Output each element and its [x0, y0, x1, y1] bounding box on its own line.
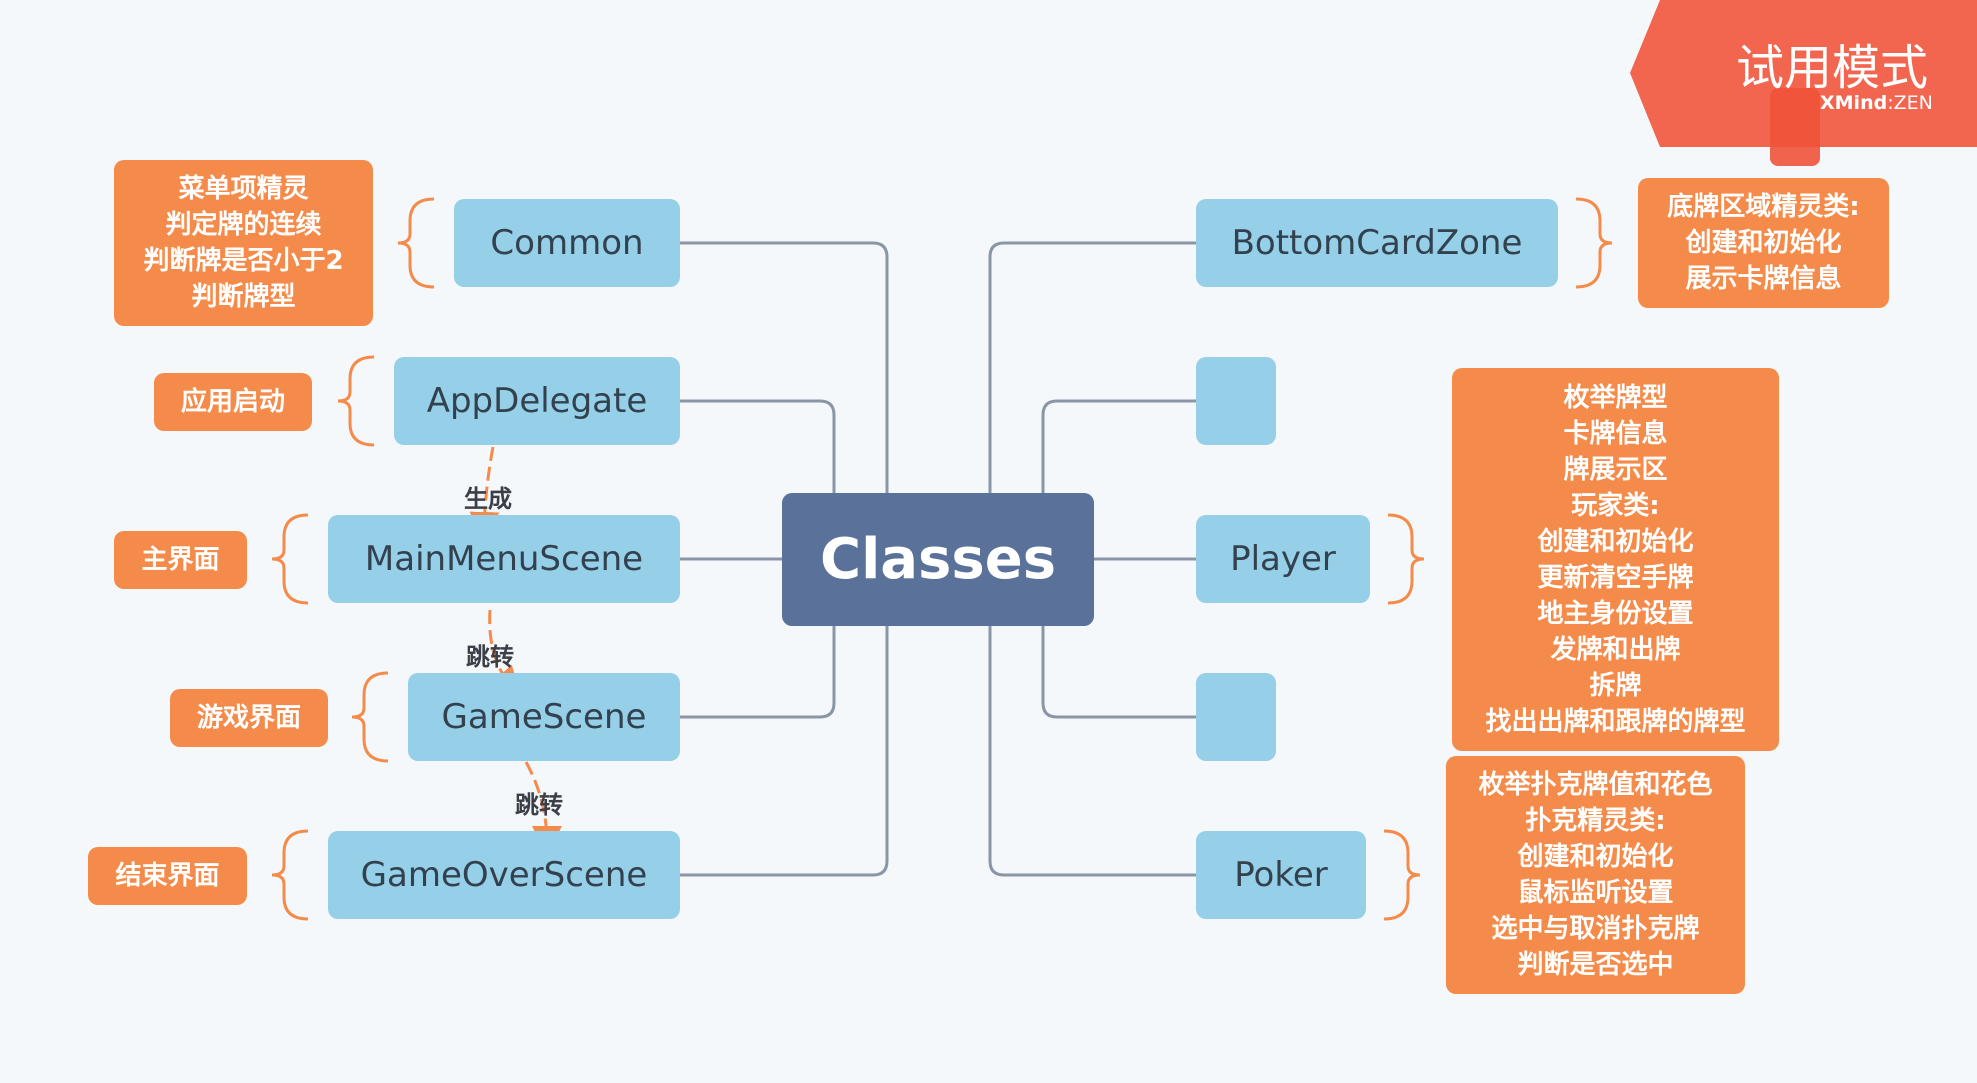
- note-line: 底牌区域精灵类:: [1667, 192, 1860, 222]
- note-line: 应用启动: [180, 387, 285, 417]
- note-line: 展示卡牌信息: [1685, 264, 1842, 294]
- note-line: 鼠标监听设置: [1517, 878, 1674, 908]
- note-line: 菜单项精灵: [178, 174, 309, 204]
- relationship-arrow-3: [524, 761, 562, 856]
- note-line: 找出出牌和跟牌的牌型: [1485, 706, 1746, 737]
- note-gamescene[interactable]: 游戏界面: [170, 689, 328, 747]
- connector-gamescene: [680, 626, 836, 719]
- note-line: 游戏界面: [196, 703, 301, 733]
- note-line: 牌展示区: [1563, 454, 1668, 485]
- note-player[interactable]: 枚举牌型 卡牌信息 牌展示区 玩家类: 创建和初始化 更新清空手牌 地主身份设置…: [1452, 368, 1779, 751]
- note-line: 判断是否选中: [1517, 950, 1674, 980]
- note-line: 判断牌是否小于2: [143, 246, 344, 276]
- relationship-label[interactable]: 跳转: [466, 643, 514, 671]
- bracket-common: [397, 197, 435, 289]
- note-gameoverscene[interactable]: 结束界面: [88, 847, 247, 905]
- topic-label: MainMenuScene: [364, 539, 644, 579]
- relationship-label[interactable]: 跳转: [515, 791, 563, 819]
- xmind-edition: ZEN: [1893, 92, 1933, 114]
- note-line: 判断牌型: [191, 282, 296, 312]
- xmind-brand-name: XMind: [1820, 92, 1888, 114]
- note-line: 创建和初始化: [1517, 842, 1674, 872]
- topic-label: GameScene: [441, 697, 647, 737]
- note-line: 卡牌信息: [1563, 418, 1668, 449]
- connector-common: [680, 241, 889, 493]
- connector-bottomcardzone: [988, 241, 1196, 493]
- note-line: 地主身份设置: [1537, 598, 1694, 629]
- topic-label: AppDelegate: [426, 381, 648, 421]
- topic-label: Common: [490, 223, 644, 263]
- topic-gamescene[interactable]: GameScene: [408, 673, 680, 761]
- xmind-separator: :: [1887, 92, 1894, 114]
- connector-empty-1: [1041, 399, 1196, 493]
- note-bottomcardzone[interactable]: 底牌区域精灵类: 创建和初始化 展示卡牌信息: [1638, 178, 1889, 308]
- connector-gameoverscene: [680, 626, 889, 877]
- note-line: 判定牌的连续: [165, 210, 322, 240]
- relationship-label[interactable]: 生成: [464, 485, 512, 513]
- relationship-arrow-1: [469, 446, 500, 542]
- topic-label: BottomCardZone: [1231, 223, 1523, 263]
- note-line: 主界面: [141, 545, 220, 575]
- topic-empty-2[interactable]: [1196, 673, 1276, 761]
- topic-appdelegate[interactable]: AppDelegate: [394, 357, 680, 445]
- topic-bottomcardzone[interactable]: BottomCardZone: [1196, 199, 1558, 287]
- note-line: 选中与取消扑克牌: [1491, 914, 1700, 944]
- topic-common[interactable]: Common: [454, 199, 680, 287]
- trial-mode-banner: [1630, 0, 1977, 147]
- bracket-player: [1387, 513, 1425, 605]
- connector-poker: [988, 626, 1196, 877]
- connector-appdelegate: [680, 399, 836, 493]
- topic-label: GameOverScene: [360, 855, 648, 895]
- topic-poker[interactable]: Poker: [1196, 831, 1366, 919]
- note-line: 发牌和出牌: [1550, 634, 1681, 665]
- central-topic[interactable]: Classes: [782, 493, 1094, 626]
- topic-player[interactable]: Player: [1196, 515, 1370, 603]
- note-line: 枚举扑克牌值和花色: [1478, 770, 1713, 800]
- note-common[interactable]: 菜单项精灵 判定牌的连续 判断牌是否小于2 判断牌型: [114, 160, 373, 326]
- topic-mainmenuscene[interactable]: MainMenuScene: [328, 515, 680, 603]
- note-line: 创建和初始化: [1685, 228, 1842, 258]
- note-line: 枚举牌型: [1563, 382, 1668, 413]
- note-poker[interactable]: 枚举扑克牌值和花色 扑克精灵类: 创建和初始化 鼠标监听设置 选中与取消扑克牌 …: [1446, 756, 1745, 994]
- topic-empty-1[interactable]: [1196, 357, 1276, 445]
- topic-gameoverscene[interactable]: GameOverScene: [328, 831, 680, 919]
- topic-label: Poker: [1234, 855, 1328, 895]
- relationship-arrow-2: [488, 609, 522, 697]
- note-line: 扑克精灵类:: [1525, 806, 1666, 836]
- bracket-bottomcardzone: [1575, 197, 1613, 289]
- bracket-poker: [1383, 829, 1421, 921]
- topic-label: Player: [1230, 539, 1336, 579]
- trial-mode-label: 试用模式: [1736, 40, 1929, 96]
- note-appdelegate[interactable]: 应用启动: [154, 373, 312, 431]
- bracket-gamescene: [351, 671, 389, 763]
- connector-empty-2: [1041, 626, 1196, 719]
- trial-chip: [1770, 88, 1820, 166]
- note-line: 结束界面: [115, 861, 220, 891]
- bracket-mainmenuscene: [271, 513, 309, 605]
- note-mainmenuscene[interactable]: 主界面: [114, 531, 247, 589]
- note-line: 更新清空手牌: [1537, 562, 1694, 593]
- note-line: 创建和初始化: [1537, 526, 1694, 557]
- xmind-brand: XMind:ZEN: [1820, 92, 1933, 114]
- note-line: 拆牌: [1589, 670, 1642, 701]
- bracket-gameoverscene: [271, 829, 309, 921]
- bracket-appdelegate: [337, 355, 375, 447]
- note-line: 玩家类:: [1571, 490, 1660, 521]
